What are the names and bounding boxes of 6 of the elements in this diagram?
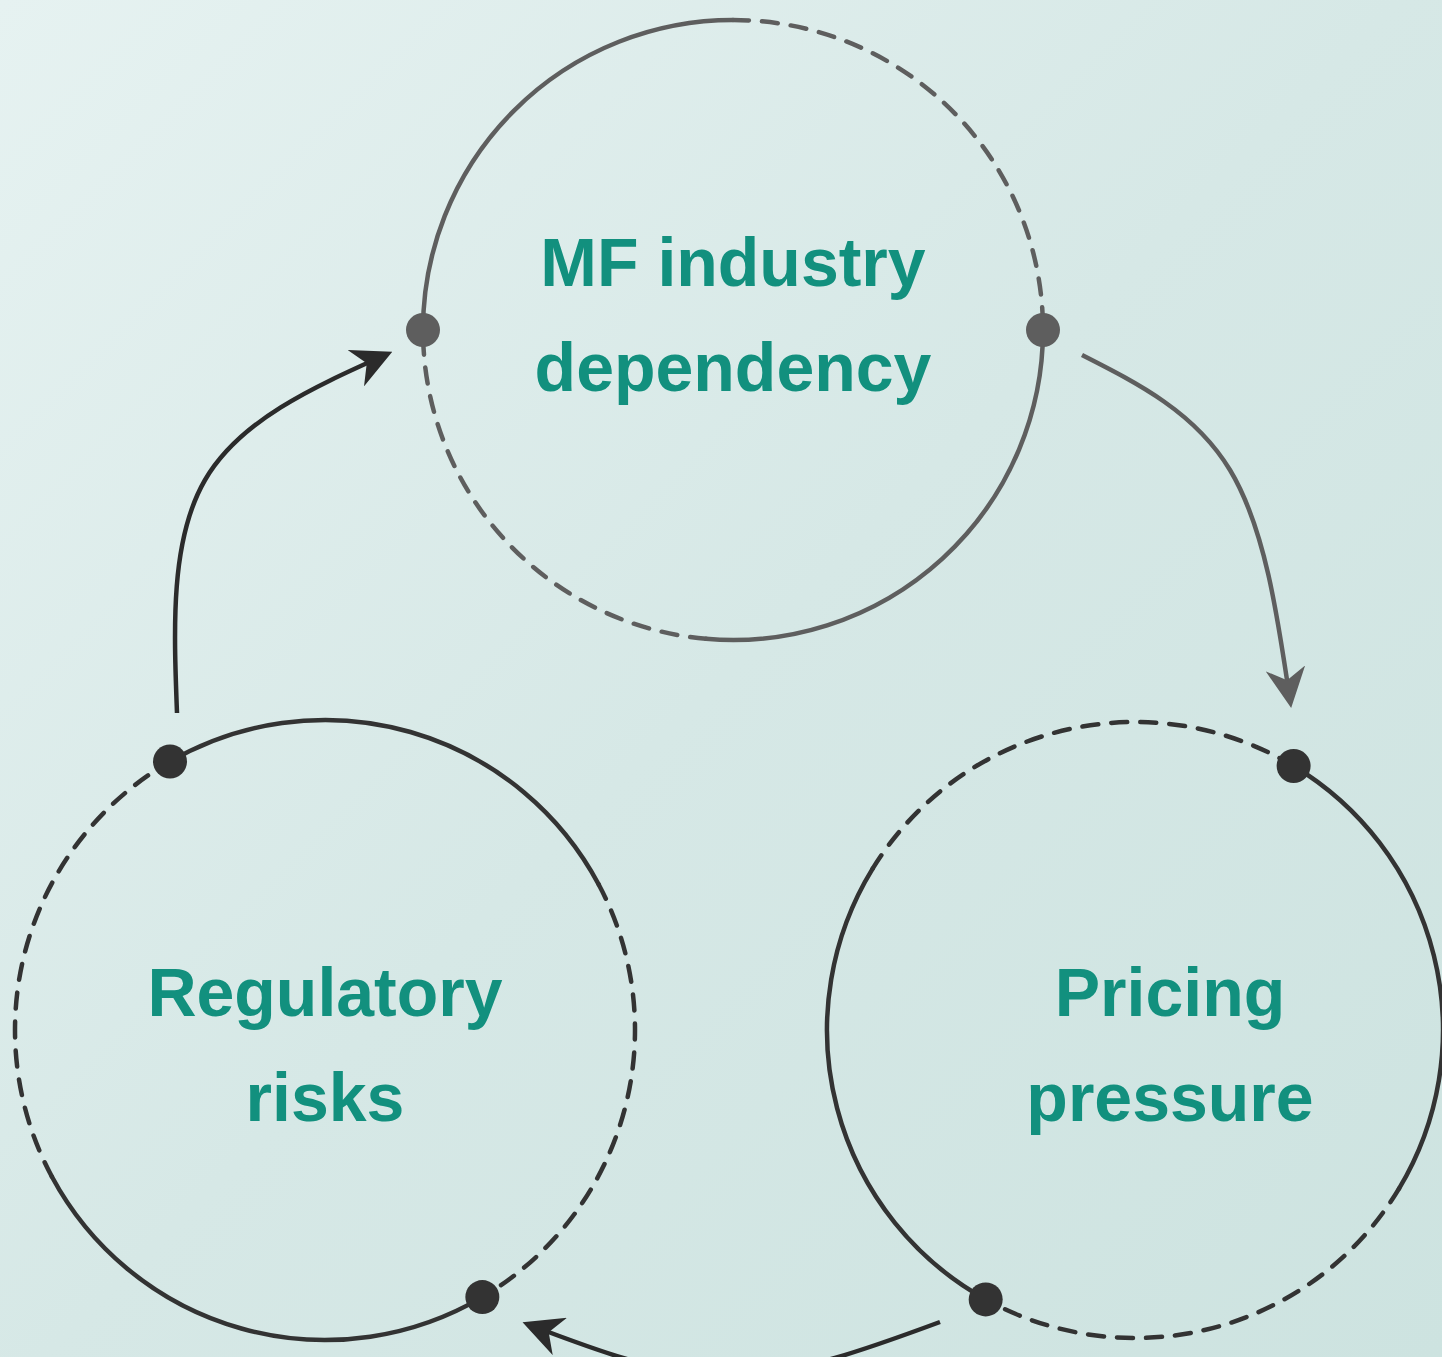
- curved-arrow: [522, 1317, 941, 1357]
- node-label: Pricing pressure: [1025, 953, 1315, 1137]
- node-label: MF industry dependency: [533, 223, 933, 407]
- curved-arrow: [172, 349, 393, 714]
- curved-arrow: [1080, 353, 1306, 708]
- node-label: Regulatory risks: [146, 953, 504, 1137]
